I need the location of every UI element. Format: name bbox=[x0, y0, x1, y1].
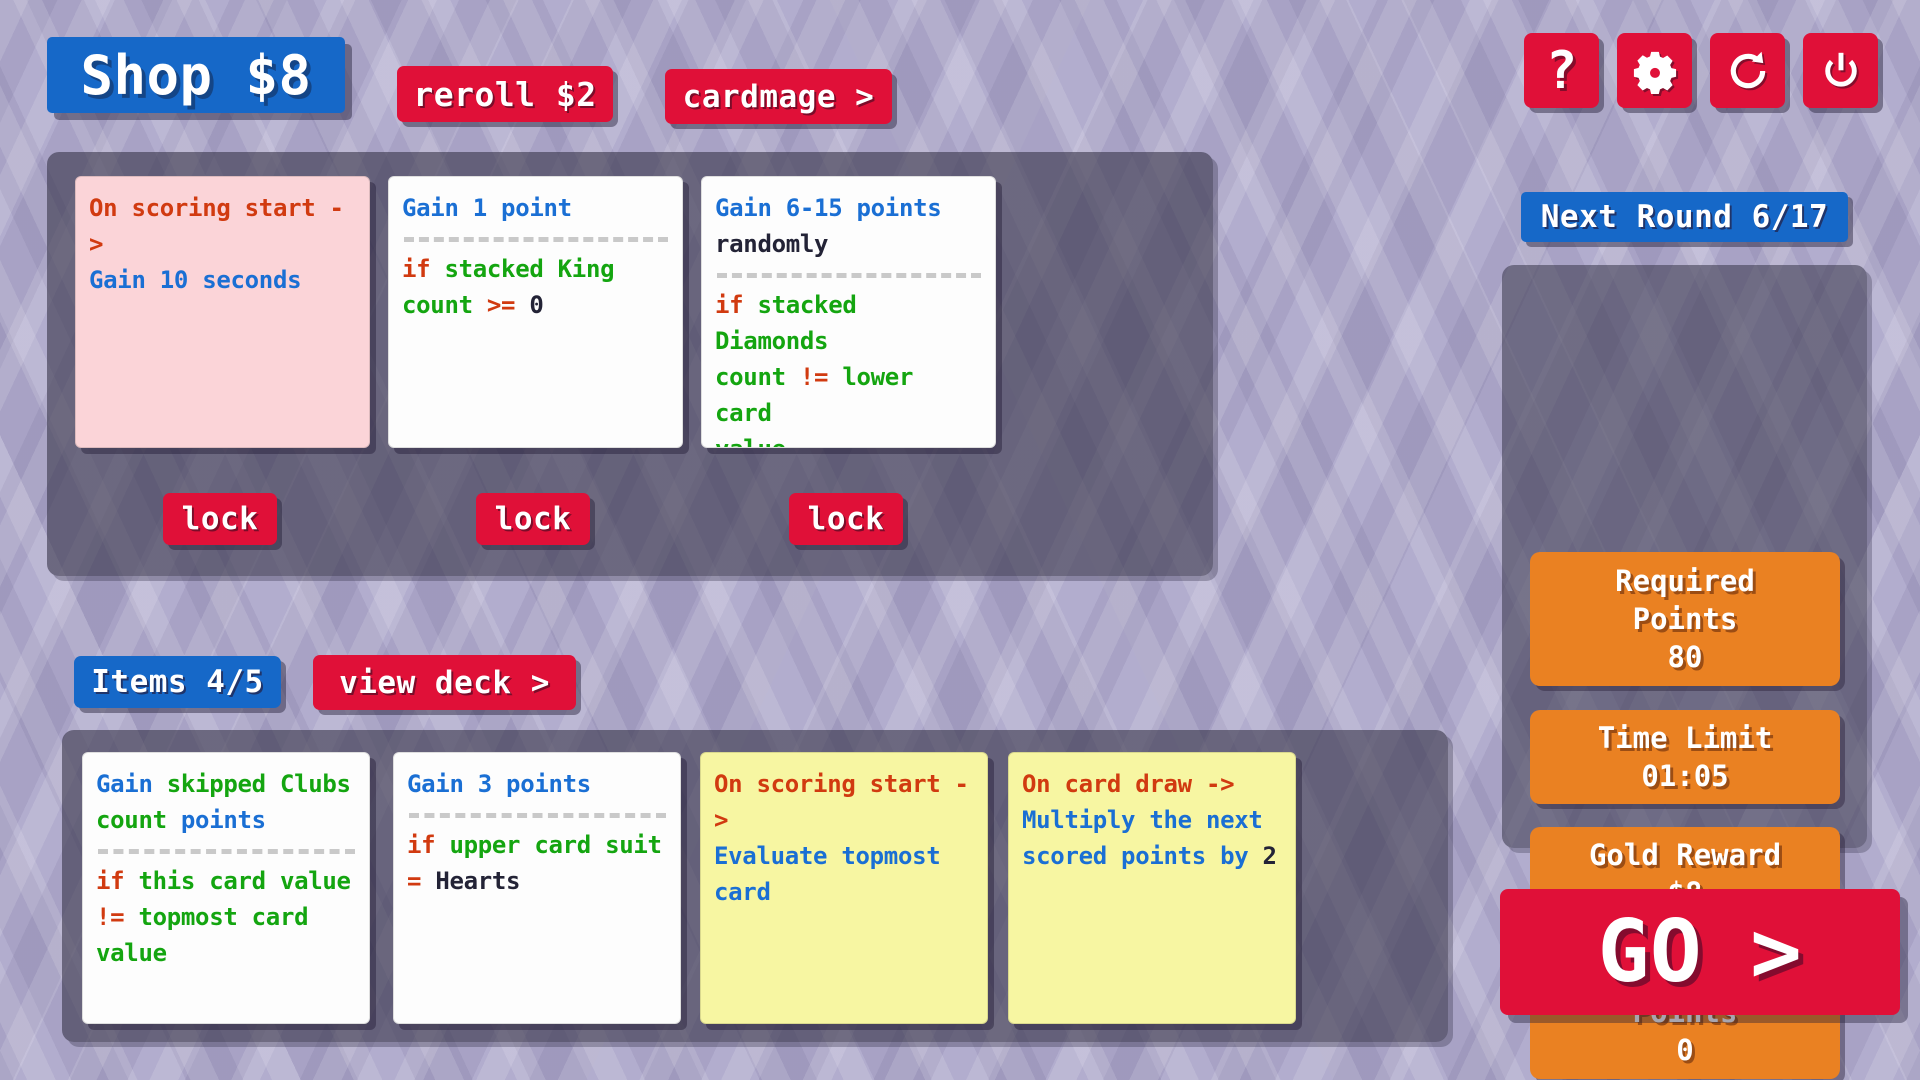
card-text-segment: upper card suit bbox=[449, 831, 662, 859]
card-text-segment: lower card bbox=[715, 363, 928, 427]
card-effect-line: scored points by 2 bbox=[1022, 838, 1283, 874]
card-text-segment: scored points by bbox=[1022, 842, 1263, 870]
card-condition-line: if this card value bbox=[96, 863, 357, 899]
card-text-segment: skipped Clubs bbox=[166, 770, 351, 798]
card-text-segment: randomly bbox=[715, 230, 829, 258]
card-effect-line: Gain 1 point bbox=[402, 190, 670, 226]
card-text-segment: value bbox=[96, 939, 167, 967]
help-button[interactable]: ? bbox=[1524, 33, 1599, 108]
card-condition-line: != topmost card bbox=[96, 899, 357, 935]
card-effect-line: Multiply the next bbox=[1022, 802, 1283, 838]
card-text-segment: = bbox=[407, 867, 436, 895]
card-text-segment: Evaluate topmost bbox=[714, 842, 941, 870]
card-condition-line: if stacked Diamonds bbox=[715, 287, 983, 359]
card-effect-line: On scoring start -> bbox=[714, 766, 975, 838]
card-condition-line: if stacked King bbox=[402, 251, 670, 287]
card-divider bbox=[404, 237, 668, 242]
go-arrow-icon: > bbox=[1750, 902, 1803, 1002]
card-text-segment: if bbox=[407, 831, 450, 859]
card-condition-line: if upper card suit bbox=[407, 827, 668, 863]
card-divider bbox=[717, 273, 981, 278]
card-text-segment: != bbox=[96, 903, 139, 931]
settings-button[interactable] bbox=[1617, 33, 1692, 108]
card-text-segment: count bbox=[402, 291, 487, 319]
shop-card[interactable]: Gain 6-15 points randomly if stacked Diamo… bbox=[701, 176, 996, 448]
lock-button[interactable]: lock bbox=[163, 493, 277, 545]
card-text-segment: Multiply the next bbox=[1022, 806, 1263, 834]
shop-card[interactable]: On scoring start -> Gain 10 seconds bbox=[75, 176, 370, 448]
restart-button[interactable] bbox=[1710, 33, 1785, 108]
card-divider bbox=[409, 813, 666, 818]
card-condition-line: count >= 0 bbox=[402, 287, 670, 323]
required-points-stat: Required Points 80 bbox=[1530, 552, 1840, 686]
card-effect-line: Evaluate topmost bbox=[714, 838, 975, 874]
settings-gear-icon bbox=[1633, 51, 1676, 94]
go-button[interactable]: GO > bbox=[1500, 889, 1900, 1015]
time-limit-stat: Time Limit 01:05 bbox=[1530, 710, 1840, 804]
card-text-segment: count bbox=[96, 806, 181, 834]
card-text-segment: != bbox=[799, 363, 843, 391]
items-count-badge: Items 4/5 bbox=[74, 656, 281, 708]
item-card[interactable]: On card draw -> Multiply the next scored p… bbox=[1008, 752, 1296, 1024]
next-round-badge: Next Round 6/17 bbox=[1521, 192, 1848, 242]
card-text-segment: stacked King bbox=[444, 255, 615, 283]
card-effect-line: Gain 6-15 points bbox=[715, 190, 983, 226]
quit-button[interactable] bbox=[1803, 33, 1878, 108]
card-text-segment: Gain 1 point bbox=[402, 194, 572, 222]
go-label: GO bbox=[1597, 902, 1703, 1002]
card-text-segment: Gain 10 seconds bbox=[89, 266, 302, 294]
card-text-segment: 0 bbox=[529, 291, 544, 319]
card-text-segment: stacked Diamonds bbox=[715, 291, 871, 355]
card-condition-line: value bbox=[96, 935, 357, 971]
cardmage-button[interactable]: cardmage > bbox=[665, 69, 892, 124]
card-text-segment: this card value bbox=[138, 867, 351, 895]
card-text-segment: count bbox=[715, 363, 800, 391]
card-text-segment: if bbox=[715, 291, 758, 319]
restart-icon bbox=[1730, 51, 1765, 88]
quit-power-icon bbox=[1824, 52, 1857, 87]
card-text-segment: Gain 3 points bbox=[407, 770, 591, 798]
shop-title-badge: Shop $8 bbox=[47, 37, 345, 113]
card-text-segment: value bbox=[715, 435, 786, 447]
card-text-segment: if bbox=[96, 867, 139, 895]
card-text-segment: On card draw -> bbox=[1022, 770, 1235, 798]
card-text-segment: On scoring start -> bbox=[89, 194, 344, 258]
card-text-segment: On scoring start -> bbox=[714, 770, 969, 834]
card-divider bbox=[98, 849, 355, 854]
window-icon-buttons: ? bbox=[1524, 33, 1878, 108]
card-text-segment: topmost card bbox=[138, 903, 309, 931]
card-effect-line: randomly bbox=[715, 226, 983, 262]
card-condition-line: value bbox=[715, 431, 983, 447]
card-text-segment: Gain 6-15 points bbox=[715, 194, 942, 222]
card-effect-line: On card draw -> bbox=[1022, 766, 1283, 802]
card-effect-line: card bbox=[714, 874, 975, 910]
help-icon: ? bbox=[1545, 40, 1578, 101]
card-effect-line: On scoring start -> bbox=[89, 190, 357, 262]
card-effect-line: Gain 3 points bbox=[407, 766, 668, 802]
card-text-segment: >= bbox=[486, 291, 530, 319]
card-text-segment: 2 bbox=[1262, 842, 1277, 870]
card-effect-line: count points bbox=[96, 802, 357, 838]
card-effect-line: Gain 10 seconds bbox=[89, 262, 357, 298]
item-card[interactable]: On scoring start -> Evaluate topmost card bbox=[700, 752, 988, 1024]
lock-button[interactable]: lock bbox=[476, 493, 590, 545]
card-text-segment: Hearts bbox=[435, 867, 521, 895]
card-text-segment: points bbox=[180, 806, 266, 834]
card-effect-line: Gain skipped Clubs bbox=[96, 766, 357, 802]
view-deck-button[interactable]: view deck > bbox=[313, 655, 576, 710]
card-condition-line: count != lower card bbox=[715, 359, 983, 431]
card-text-segment: Gain bbox=[96, 770, 167, 798]
lock-button[interactable]: lock bbox=[789, 493, 903, 545]
reroll-button[interactable]: reroll $2 bbox=[397, 66, 613, 122]
card-text-segment: if bbox=[402, 255, 445, 283]
card-text-segment: card bbox=[714, 878, 771, 906]
card-condition-line: = Hearts bbox=[407, 863, 668, 899]
